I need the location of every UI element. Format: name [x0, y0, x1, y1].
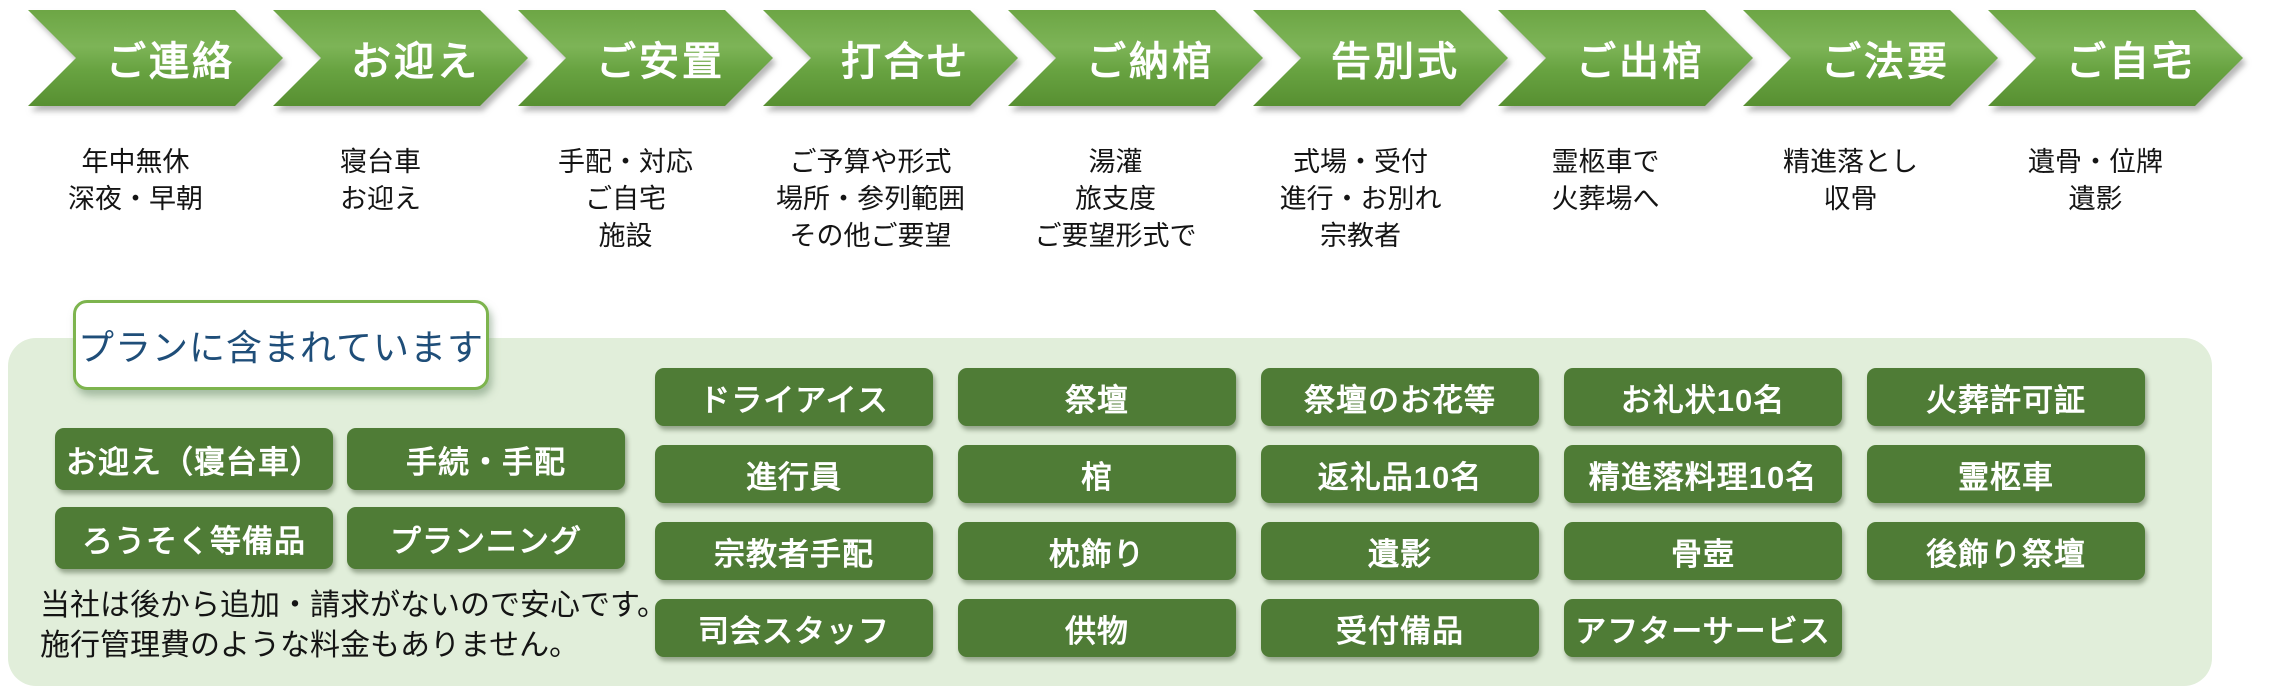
flow-step-description-line: 施設 [598, 221, 653, 251]
flow-step-description-line: 霊柩車で [1551, 147, 1660, 177]
flow-step-description-line: 進行・お別れ [1279, 184, 1442, 214]
plan-item-badge: 司会スタッフ [655, 599, 933, 657]
flow-step-description-line: ご自宅 [585, 184, 666, 214]
plan-panel-title-text: プランに含まれています [78, 327, 484, 368]
plan-item-badge: 返礼品10名 [1261, 445, 1539, 503]
flow-step-description-line: 寝台車 [340, 147, 421, 177]
flow-step-description-line: 深夜・早朝 [68, 184, 203, 214]
flow-step-arrow: ご自宅 [1988, 10, 2243, 106]
flow-step-description-line: 精進落とし [1783, 147, 1918, 177]
flow-step-description-line: ご予算や形式 [789, 147, 952, 177]
flow-step-label: 打合せ [841, 40, 970, 84]
flow-step-description: 手配・対応ご自宅施設 [498, 144, 753, 255]
flow-step-arrow: ご出棺 [1498, 10, 1753, 106]
flow-step-description-line: その他ご要望 [789, 221, 952, 251]
plan-item-badge: アフターサービス [1564, 599, 1842, 657]
plan-panel-title: プランに含まれています [73, 300, 489, 390]
flow-step-description-line: ご要望形式で [1034, 221, 1197, 251]
plan-item-badge: お礼状10名 [1564, 368, 1842, 426]
plan-item-badge: 骨壺 [1564, 522, 1842, 580]
plan-item-badge: お迎え（寝台車） [55, 428, 333, 490]
flow-step-arrow: 告別式 [1253, 10, 1508, 106]
flow-step-description-line: 宗教者 [1320, 221, 1401, 251]
plan-item-badge: 精進落料理10名 [1564, 445, 1842, 503]
plan-item-badge: プランニング [347, 507, 625, 569]
flow-step-label: ご納棺 [1086, 40, 1215, 84]
flow-step-description: 精進落とし収骨 [1723, 144, 1978, 218]
plan-item-badge: ドライアイス [655, 368, 933, 426]
flow-step-description-line: 湯灌 [1088, 147, 1143, 177]
plan-item-badge: 祭壇 [958, 368, 1236, 426]
flow-step-arrow: ご安置 [518, 10, 773, 106]
flow-step-description: 式場・受付進行・お別れ宗教者 [1233, 144, 1488, 255]
flow-step-description-line: 火葬場へ [1551, 184, 1660, 214]
flow-step-description: 年中無休深夜・早朝 [8, 144, 263, 218]
note-line-1: 当社は後から追加・請求がないので安心です。 [40, 589, 667, 622]
flow-step-arrow: ご法要 [1743, 10, 1998, 106]
plan-item-badge: 宗教者手配 [655, 522, 933, 580]
flow-step-label: 告別式 [1331, 40, 1460, 84]
no-extra-fees-note: 当社は後から追加・請求がないので安心です。 施行管理費のような料金もありません。 [40, 586, 667, 666]
flow-step-arrow: ご納棺 [1008, 10, 1263, 106]
flow-step-description-line: 手配・対応 [558, 147, 693, 177]
flow-step-description-line: 遺影 [2068, 184, 2123, 214]
flow-step-description: 霊柩車で火葬場へ [1478, 144, 1733, 218]
flow-step-label: ご出棺 [1576, 40, 1705, 84]
flow-step-label: ご自宅 [2066, 40, 2195, 84]
flow-step-description-line: 旅支度 [1075, 184, 1156, 214]
flow-step-description-line: お迎え [340, 184, 421, 214]
plan-item-badge: ろうそく等備品 [55, 507, 333, 569]
flow-step-arrow: お迎え [273, 10, 528, 106]
flow-step-label: ご法要 [1821, 40, 1950, 84]
flow-step-label: ご連絡 [106, 40, 235, 84]
plan-item-badge: 祭壇のお花等 [1261, 368, 1539, 426]
flow-step-description-line: 収骨 [1823, 184, 1878, 214]
plan-item-badge: 供物 [958, 599, 1236, 657]
flow-step-label: お迎え [351, 40, 480, 84]
plan-item-badge: 手続・手配 [347, 428, 625, 490]
plan-item-badge: 棺 [958, 445, 1236, 503]
plan-item-badge: 火葬許可証 [1867, 368, 2145, 426]
plan-item-badge: 遺影 [1261, 522, 1539, 580]
flow-step-description: ご予算や形式場所・参列範囲その他ご要望 [743, 144, 998, 255]
flow-step-description-line: 遺骨・位牌 [2028, 147, 2163, 177]
flow-step-description-line: 年中無休 [81, 147, 190, 177]
flow-step-description-line: 場所・参列範囲 [776, 184, 965, 214]
flow-step-label: ご安置 [596, 40, 725, 84]
plan-item-badge: 枕飾り [958, 522, 1236, 580]
flow-step-description: 湯灌旅支度ご要望形式で [988, 144, 1243, 255]
plan-item-badge: 霊柩車 [1867, 445, 2145, 503]
flow-step-description-line: 式場・受付 [1293, 147, 1428, 177]
plan-item-badge: 進行員 [655, 445, 933, 503]
plan-item-badge: 受付備品 [1261, 599, 1539, 657]
flow-step-arrow: ご連絡 [28, 10, 283, 106]
flow-step-description: 遺骨・位牌遺影 [1968, 144, 2223, 218]
plan-item-badge: 後飾り祭壇 [1867, 522, 2145, 580]
flow-step-arrow: 打合せ [763, 10, 1018, 106]
flow-step-description: 寝台車お迎え [253, 144, 508, 218]
note-line-2: 施行管理費のような料金もありません。 [40, 629, 580, 662]
